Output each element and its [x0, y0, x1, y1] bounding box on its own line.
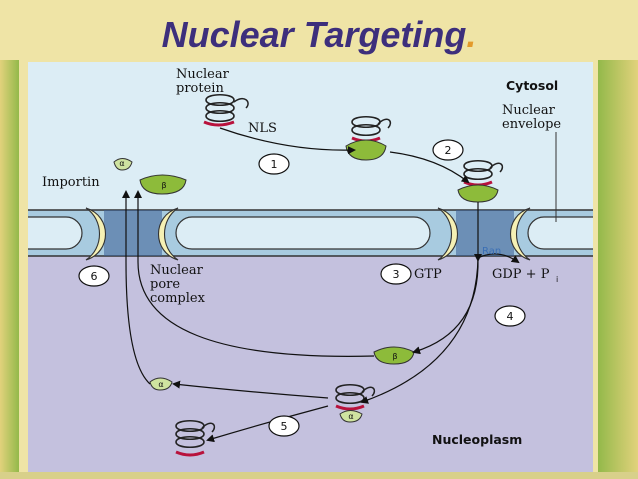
- slide-border-left: [0, 60, 19, 479]
- released-nuclear-protein: [175, 419, 216, 457]
- cytosol-region: [28, 62, 593, 212]
- step-1: 1: [271, 158, 278, 171]
- label-cytosol: Cytosol: [506, 78, 558, 93]
- step-5: 5: [281, 420, 288, 433]
- slide-border-right: [598, 60, 638, 479]
- protein-importin-complex-1: [345, 115, 392, 161]
- importin-alpha-nucleus: α: [149, 377, 173, 391]
- slide-title-period: .: [466, 14, 477, 55]
- beta-label-nucleus: β: [392, 352, 397, 361]
- label-importin: Importin: [42, 175, 100, 190]
- label-gdp-pi: GDP + P: [492, 267, 550, 282]
- label-ran: Ran: [482, 246, 501, 257]
- step-3: 3: [393, 268, 400, 281]
- step-4: 4: [507, 310, 514, 323]
- nuclear-pore-complex-right: [437, 207, 531, 261]
- label-nuclear-protein-2: protein: [176, 81, 224, 96]
- importin-beta-nucleus: β: [373, 346, 415, 365]
- arrow-step-4-alpha: [360, 257, 479, 404]
- pathway-arrows: [122, 127, 520, 443]
- alpha-label-complex: α: [348, 412, 353, 421]
- label-nuclear-protein-1: Nuclear: [176, 67, 230, 82]
- pore-channel-left: [104, 210, 162, 256]
- arrow-step-2: [389, 151, 470, 184]
- label-nuclear-pore-1: Nuclear: [150, 263, 204, 278]
- protein-importin-complex-2: [457, 159, 504, 203]
- label-nuclear-envelope-1: Nuclear: [502, 103, 556, 118]
- label-nuclear-pore-2: pore: [150, 277, 180, 292]
- arrow-alpha-release: [172, 380, 329, 399]
- arrow-step-5: [206, 405, 329, 443]
- label-gtp: GTP: [414, 267, 442, 282]
- nuclear-pore-complex-left: [85, 207, 179, 261]
- arrow-alpha-export: [122, 190, 151, 385]
- arrow-step-1: [219, 127, 356, 155]
- step-badges: 1 2 3 4 5 6: [78, 139, 526, 437]
- beta-label-top: β: [161, 181, 166, 190]
- alpha-label-top: α: [119, 159, 124, 168]
- slide-border-bottom: [0, 472, 638, 479]
- step-2: 2: [445, 144, 452, 157]
- label-nls: NLS: [248, 121, 277, 136]
- slide-title: Nuclear Targeting.: [0, 14, 638, 56]
- label-nucleoplasm: Nucleoplasm: [432, 432, 522, 447]
- arrow-ran-hydrolysis: [477, 253, 520, 264]
- nuclear-targeting-diagram: α β β α α: [28, 62, 593, 472]
- importin-complex: α β: [113, 158, 187, 195]
- protein-alpha-complex: α: [335, 383, 376, 423]
- step-6: 6: [91, 270, 98, 283]
- diagram-svg: α β β α α: [28, 62, 593, 472]
- pore-channel-right: [456, 210, 514, 256]
- slide-title-text: Nuclear Targeting: [161, 14, 467, 55]
- label-pi-subscript: i: [556, 275, 558, 284]
- label-nuclear-envelope-2: envelope: [502, 117, 561, 132]
- arrow-beta-export: [134, 190, 375, 357]
- nuclear-protein-shape: [203, 93, 249, 127]
- alpha-label-nucleus: α: [158, 380, 163, 389]
- label-nuclear-pore-3: complex: [150, 291, 206, 306]
